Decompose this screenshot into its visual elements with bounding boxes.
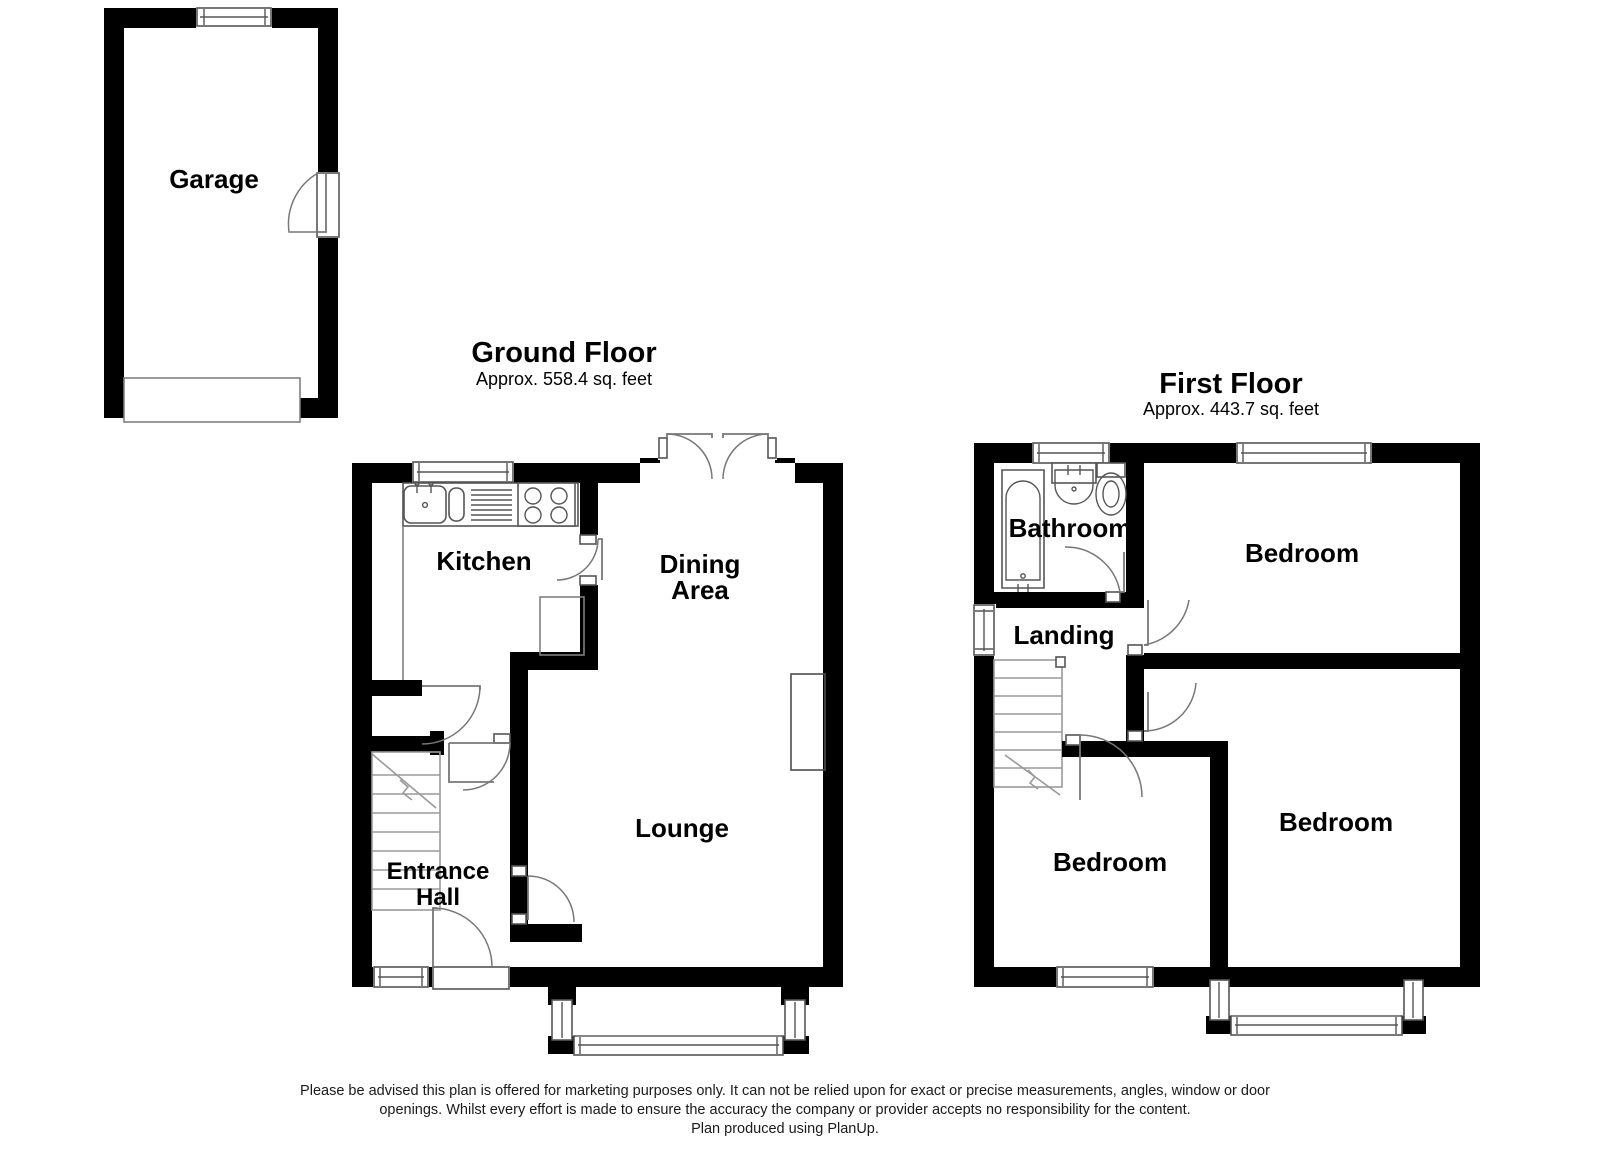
wash-basin — [1054, 469, 1094, 505]
disclaimer-line-3: Plan produced using PlanUp. — [691, 1121, 879, 1137]
wall-bed3-left-top — [1144, 741, 1228, 757]
bedroom3-door — [1127, 682, 1197, 742]
bathroom-window — [1032, 442, 1110, 464]
kitchen-window — [412, 461, 514, 483]
garage-main-door — [123, 377, 301, 423]
wall-understairs-top — [372, 680, 422, 696]
room-label-bedroom1: Bedroom — [1245, 538, 1359, 568]
room-label-bedroom3: Bedroom — [1279, 807, 1393, 837]
bathroom-door — [1064, 546, 1125, 603]
kitchen-door — [556, 534, 603, 586]
bedroom2-window — [1056, 966, 1154, 988]
wall-bed1-bed3-divider — [1144, 653, 1460, 669]
room-label-lounge: Lounge — [635, 813, 729, 843]
wall-hall-bottom — [510, 924, 582, 942]
ground-staircase — [371, 751, 441, 911]
understairs-cupboard-outline — [539, 596, 585, 656]
kitchen-drainer — [471, 489, 512, 521]
first-floor-heading: First Floor Approx. 443.7 sq. feet — [1143, 368, 1319, 419]
ground-floor-area: Approx. 558.4 sq. feet — [476, 369, 652, 389]
landing-window — [973, 604, 995, 656]
wall-understairs-bottom — [372, 736, 442, 752]
wall-bed2-corner — [1126, 741, 1144, 757]
wall-kitchen-bottom — [510, 652, 598, 670]
first-staircase — [993, 656, 1066, 796]
garage-window — [196, 7, 272, 27]
ground-floor-heading: Ground Floor Approx. 558.4 sq. feet — [471, 337, 656, 389]
lounge-door — [511, 865, 575, 925]
room-label-bedroom2: Bedroom — [1053, 847, 1167, 877]
kitchen-half-bowl — [448, 487, 465, 522]
hall-window — [373, 966, 429, 988]
toilet-cistern — [1096, 462, 1126, 478]
toilet-pan — [1095, 472, 1127, 516]
wall-bathroom-right — [1126, 463, 1144, 608]
first-floor-plan: Bathroom Landing — [972, 441, 1480, 1036]
patio-double-doors — [658, 433, 777, 480]
lounge-bay-window — [548, 987, 809, 1056]
wall-bathroom-bottom — [994, 592, 1144, 608]
first-floor-area: Approx. 443.7 sq. feet — [1143, 399, 1319, 419]
patio-doors-gap — [658, 436, 777, 460]
room-label-garage: Garage — [169, 164, 259, 194]
bedroom2-door — [1065, 734, 1143, 800]
wall-understairs-post — [430, 731, 444, 755]
kitchen-units — [402, 481, 579, 680]
room-label-bathroom: Bathroom — [1009, 513, 1132, 543]
room-label-dining-line2: Area — [671, 575, 729, 605]
garage-block: Garage — [104, 6, 340, 423]
bedroom1-window — [1236, 442, 1372, 464]
disclaimer: Please be advised this plan is offered f… — [300, 1083, 1270, 1137]
room-label-landing: Landing — [1013, 620, 1114, 650]
wall-landing-right — [1126, 655, 1144, 753]
hall-kitchen-door — [448, 733, 511, 791]
disclaimer-line-2: openings. Whilst every effort is made to… — [379, 1102, 1190, 1118]
wash-basin-top — [1051, 462, 1097, 484]
bedroom1-door — [1127, 599, 1190, 656]
lounge-chimney-alcove — [790, 673, 826, 771]
kitchen-sink-bowl — [403, 485, 447, 524]
wall-bed2-bed3-divider — [1210, 741, 1228, 967]
room-label-entrance-hall-line2: Hall — [416, 884, 460, 911]
bath — [1001, 469, 1045, 589]
understairs-door — [421, 685, 481, 745]
room-label-entrance-hall-line1: Entrance — [387, 858, 490, 885]
bathroom-fixtures — [1001, 462, 1127, 592]
wall-kitchen-dining-upper — [580, 483, 598, 535]
garage-side-door — [287, 172, 340, 238]
front-door — [432, 907, 510, 990]
ground-floor-title: Ground Floor — [471, 337, 656, 369]
ground-floor-plan: Kitchen Dining Area — [352, 433, 843, 1056]
disclaimer-line-1: Please be advised this plan is offered f… — [300, 1083, 1270, 1099]
bedroom3-bay-window — [1206, 967, 1426, 1036]
first-floor-title: First Floor — [1159, 368, 1302, 400]
wall-hall-lounge — [510, 652, 528, 942]
garage-main-door-gap — [124, 392, 300, 422]
room-label-dining-line1: Dining — [660, 549, 741, 579]
room-label-kitchen: Kitchen — [436, 546, 531, 576]
